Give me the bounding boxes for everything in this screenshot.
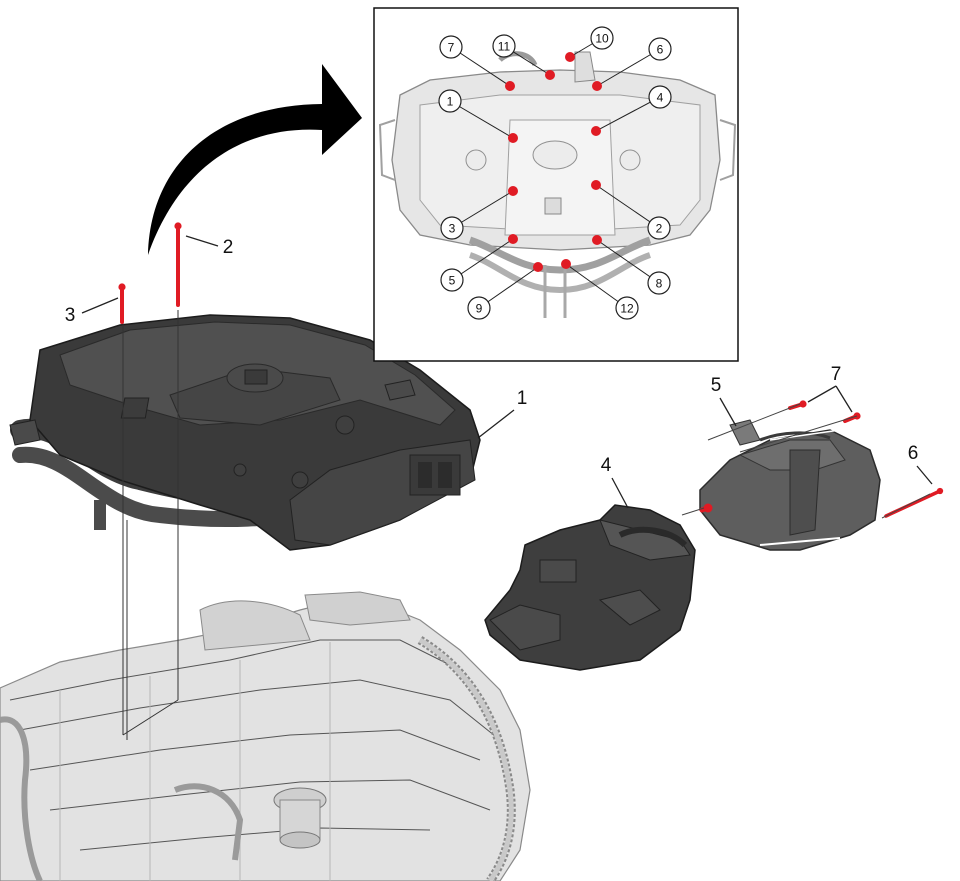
- bolt-location-dot: [533, 262, 543, 272]
- callout-leader-6: [916, 465, 933, 485]
- sequence-marker-11: 11: [492, 34, 555, 80]
- stud-fastener: [699, 503, 713, 513]
- bolt-location-dot: [508, 133, 518, 143]
- sequence-marker-6: 6: [592, 37, 672, 91]
- callout-label-6: 6: [908, 443, 919, 464]
- bolt-location-dot: [508, 186, 518, 196]
- callout-leader-1: [477, 409, 515, 439]
- bolt-7b-fastener: [843, 412, 861, 423]
- callout-label-3: 3: [65, 305, 76, 326]
- sequence-marker-2: 2: [591, 180, 671, 240]
- curved-direction-arrow: [148, 64, 362, 255]
- bolt-location-dot: [545, 70, 555, 80]
- fastener-layer: [118, 222, 944, 740]
- sequence-number-9: 9: [476, 301, 483, 315]
- sequence-marker-10: 10: [565, 26, 614, 62]
- bolt-location-dot: [591, 126, 601, 136]
- sequence-number-3: 3: [449, 221, 456, 235]
- assembly-guide-line: [739, 415, 858, 453]
- bolt-location-dot: [565, 52, 575, 62]
- sequence-number-10: 10: [595, 31, 609, 45]
- callout-leader-7: [807, 385, 837, 403]
- cover-assembly-part-5: [699, 419, 881, 551]
- sequence-marker-9: 9: [467, 262, 543, 320]
- callout-leader-7: [835, 385, 853, 413]
- bolt-location-dot: [591, 180, 601, 190]
- sequence-number-12: 12: [620, 301, 634, 315]
- resonator-part-4: [484, 504, 696, 671]
- sequence-number-7: 7: [448, 40, 455, 54]
- assembly-guide-line: [707, 403, 801, 441]
- alignment-guide-line: [122, 699, 179, 736]
- callout-label-5: 5: [711, 375, 722, 396]
- sequence-marker-7: 7: [439, 35, 515, 91]
- callout-label-4: 4: [601, 455, 612, 476]
- assembly-guide-line: [681, 507, 705, 516]
- engine-block-illustration: [0, 591, 531, 881]
- sequence-marker-8: 8: [592, 235, 671, 295]
- bolt-location-dot: [592, 235, 602, 245]
- callout-label-2: 2: [223, 237, 234, 258]
- sequence-marker-3: 3: [440, 186, 518, 240]
- callout-leader-5: [719, 397, 737, 427]
- intake-manifold-part-1: [9, 314, 481, 551]
- callout-leader-3: [81, 297, 119, 314]
- sequence-marker-4: 4: [591, 85, 672, 136]
- sequence-marker-5: 5: [440, 234, 518, 292]
- bolt-2-fastener: [174, 222, 182, 307]
- sequence-number-11: 11: [498, 39, 511, 53]
- sequence-marker-1: 1: [438, 89, 518, 143]
- sequence-number-5: 5: [449, 273, 456, 287]
- sequence-number-2: 2: [656, 221, 663, 235]
- callout-leader-2: [185, 235, 219, 247]
- bolt-location-dot: [508, 234, 518, 244]
- sequence-number-8: 8: [656, 276, 663, 290]
- bolt-3-fastener: [118, 283, 126, 324]
- bolt-location-dot: [561, 259, 571, 269]
- sequence-number-1: 1: [447, 94, 454, 108]
- bolt-location-dot: [592, 81, 602, 91]
- callout-leader-4: [611, 477, 629, 509]
- callout-label-7: 7: [831, 364, 842, 385]
- sequence-number-4: 4: [657, 90, 664, 104]
- sequence-marker-12: 12: [561, 259, 639, 320]
- callout-label-1: 1: [517, 388, 528, 409]
- bolt-location-dot: [505, 81, 515, 91]
- assembly-guide-line: [881, 493, 931, 519]
- sequence-number-6: 6: [657, 42, 664, 56]
